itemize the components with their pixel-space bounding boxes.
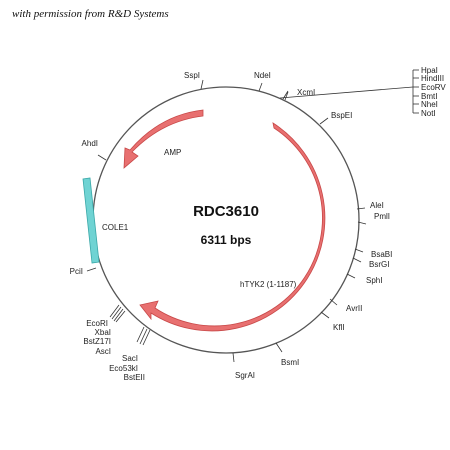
site-label-sspi: SspI — [184, 71, 200, 80]
site-label-ahdi: AhdI — [82, 139, 98, 148]
site-label-ndei: NdeI — [254, 71, 271, 80]
mcs-site-label: HpaI — [421, 66, 438, 75]
site-label-sphi: SphI — [366, 276, 382, 285]
htyk2-feature — [139, 122, 326, 332]
site-label-xcmi: XcmI — [297, 88, 315, 97]
site-label-pcii: PciI — [70, 267, 83, 276]
mcs-site-label: BmtI — [421, 92, 437, 101]
site-label-bspei: BspEI — [331, 111, 352, 120]
mcs-site-label: EcoRV — [421, 83, 446, 92]
site-label-xbai: XbaI — [95, 328, 111, 337]
amp-label: AMP — [164, 148, 181, 157]
site-label-bsabi: BsaBI — [371, 250, 392, 259]
site-label-saci: SacI — [122, 354, 138, 363]
plasmid-backbone — [92, 86, 360, 354]
site-label-bsmi: BsmI — [281, 358, 299, 367]
htyk2-label: hTYK2 (1-1187) — [240, 280, 297, 289]
plasmid-name: RDC3610 — [193, 203, 259, 220]
site-label-eco53ki: Eco53kI — [109, 364, 138, 373]
plasmid-size: 6311 bps — [201, 233, 252, 247]
cole1-label: COLE1 — [102, 223, 129, 232]
site-label-alei: AleI — [370, 201, 384, 210]
credit-text: with permission from R&D Systems — [12, 8, 169, 20]
mcs-bracket — [412, 69, 419, 114]
site-label-ecori: EcoRI — [86, 319, 108, 328]
site-label-bsrgi: BsrGI — [369, 260, 389, 269]
mcs-site-label: NheI — [421, 100, 438, 109]
site-label-sgrai: SgrAI — [235, 371, 255, 380]
site-label-bstz17i: BstZ17I — [83, 337, 111, 346]
site-label-pmli: PmlI — [374, 212, 390, 221]
site-label-bsteii: BstEII — [124, 373, 145, 382]
amp-feature — [123, 109, 204, 169]
site-label-avrii: AvrII — [346, 304, 362, 313]
site-label-asci: AscI — [95, 347, 111, 356]
mcs-site-label: HindIII — [421, 74, 444, 83]
cole1-feature — [82, 177, 100, 264]
site-label-kfli: KflI — [333, 323, 345, 332]
site-ticks — [86, 79, 414, 363]
mcs-site-label: NotI — [421, 109, 436, 118]
